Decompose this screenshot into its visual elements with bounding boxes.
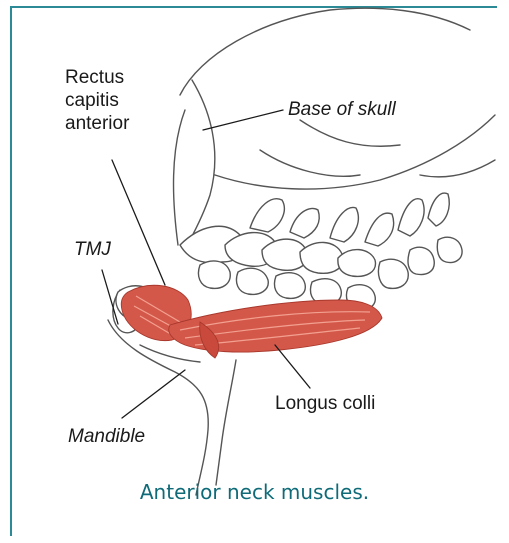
label-rectus-capitis-anterior: Rectus capitis anterior (65, 66, 129, 135)
label-rectus-line3: anterior (65, 112, 129, 135)
label-base-of-skull: Base of skull (288, 98, 396, 121)
label-tmj: TMJ (74, 238, 111, 261)
label-mandible: Mandible (68, 425, 145, 448)
label-longus-colli: Longus colli (275, 392, 375, 415)
leader-mandible (122, 370, 185, 418)
longus-colli-muscle (169, 300, 382, 358)
leader-rectus (112, 160, 165, 285)
label-rectus-line2: capitis (65, 89, 129, 112)
label-rectus-line1: Rectus (65, 66, 129, 89)
vertebrae (180, 193, 462, 309)
figure-caption: Anterior neck muscles. (0, 480, 509, 504)
leader-base-of-skull (203, 110, 283, 130)
leader-longus-colli (275, 345, 310, 388)
